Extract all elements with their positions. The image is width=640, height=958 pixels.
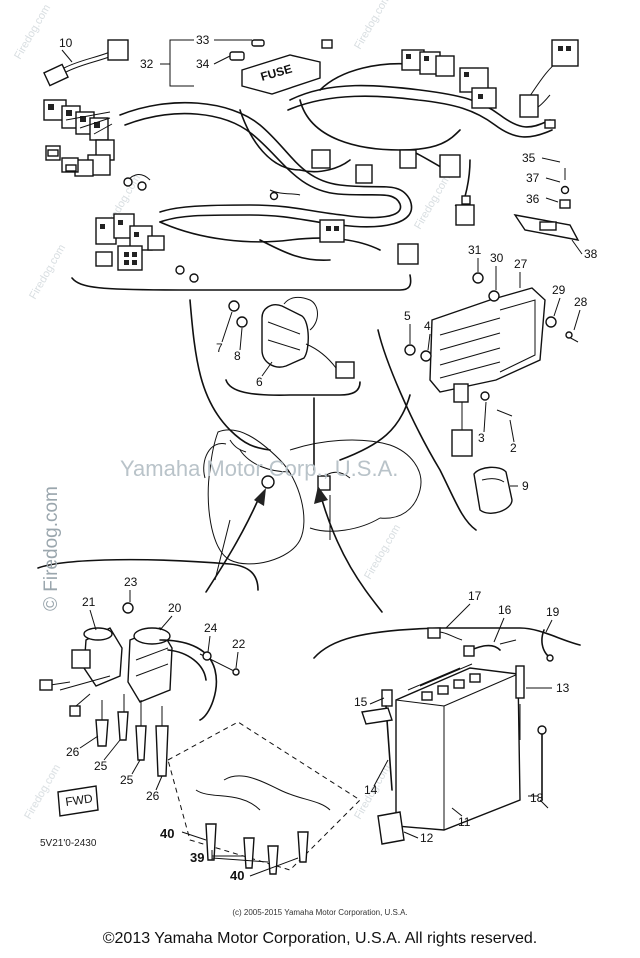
part-label-38: 38 [584,247,598,261]
part-label-2: 2 [510,441,517,455]
part-label-19: 19 [546,605,560,619]
diagram-code: 5V21'0-2430 [40,838,97,849]
part-label-11: 11 [458,815,471,829]
connector-cluster-left-top [43,99,115,177]
part-label-10: 10 [59,36,73,50]
connector-cluster-left-mid [95,213,165,271]
part-label-30: 30 [490,251,504,265]
fwd-label: FWD [64,791,93,809]
part-label-5: 5 [404,309,411,323]
part-label-26-a: 26 [66,745,80,759]
part-label-25-b: 25 [120,773,134,787]
part-label-34: 34 [196,57,210,71]
part-label-12: 12 [420,831,434,845]
bracket-part-38 [513,168,580,241]
part-label-26-b: 26 [146,789,160,803]
part-label-35: 35 [522,151,536,165]
part-label-13: 13 [556,681,570,695]
connector-cluster-center [311,149,419,265]
part-number-labels: 10 33 32 34 35 37 36 38 31 30 27 29 28 [59,33,598,883]
part-label-28: 28 [574,295,588,309]
part-label-27: 27 [514,257,528,271]
connection-arrows [205,486,383,613]
part-label-32: 32 [140,57,154,71]
part-label-15: 15 [354,695,368,709]
watermark-center: Yamaha Motor Corp., U.S.A. [120,456,399,481]
part-label-29: 29 [552,283,566,297]
part-label-7: 7 [216,341,223,355]
wire-harness-main: FUSE [43,39,580,291]
part-label-37: 37 [526,171,540,185]
watermark-left: © Firedog.com [41,486,62,611]
part-label-9: 9 [522,479,529,493]
part-label-4: 4 [424,319,431,333]
part-label-3: 3 [478,431,485,445]
part-label-25-a: 25 [94,759,108,773]
part-label-23: 23 [124,575,138,589]
rectifier-regulator-group [377,272,579,531]
watermark-small-2: Firedog.com [352,0,393,51]
part-label-33: 33 [196,33,210,47]
fuse-box-part-32: FUSE [229,39,321,95]
part-label-31: 31 [468,243,482,257]
connector-cluster-right-top [401,39,579,226]
part-label-6: 6 [256,375,263,389]
part-label-16: 16 [498,603,512,617]
part-label-18: 18 [530,791,544,805]
part-label-39: 39 [190,850,204,865]
part-label-21: 21 [82,595,96,609]
part-label-22: 22 [232,637,246,651]
footer-copyright: ©2013 Yamaha Motor Corporation, U.S.A. A… [102,930,538,947]
part-10-connector [43,39,129,87]
part-label-24: 24 [204,621,218,635]
starter-relay-group [225,296,361,471]
watermark-small-5: Firedog.com [362,523,403,582]
watermark-small-3: Firedog.com [412,173,453,232]
part-label-20: 20 [168,601,182,615]
part-label-40-b: 40 [230,868,244,883]
part-label-14: 14 [364,783,378,797]
ignition-coil-group: FWD [37,558,361,875]
watermark-small-6: Firedog.com [27,243,68,302]
part-label-36: 36 [526,192,540,206]
leader-10 [61,49,73,63]
terminal-ends [47,39,556,283]
part-label-8: 8 [234,349,241,363]
part-label-17: 17 [468,589,482,603]
watermark-small-1: Firedog.com [12,3,53,62]
battery-group [313,627,581,845]
small-copyright: (c) 2005-2015 Yamaha Motor Corporation, … [232,908,408,917]
part-label-40-a: 40 [160,826,174,841]
watermark-small-8: Firedog.com [22,763,63,822]
motorcycle-outline [189,299,422,581]
